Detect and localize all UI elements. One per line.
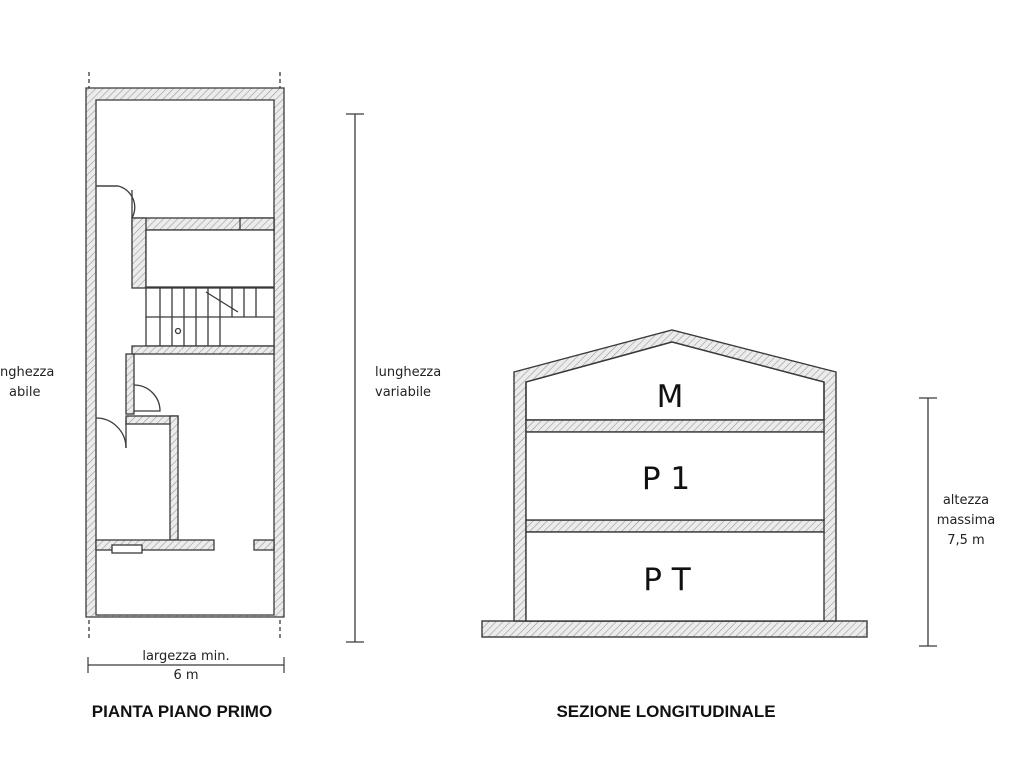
left-length-label-line1: nghezza — [0, 365, 54, 380]
floor-plan — [85, 72, 285, 640]
section-slab-first — [525, 519, 825, 533]
plan-caption: PIANTA PIANO PRIMO — [92, 702, 272, 721]
height-label-line3: 7,5 m — [947, 533, 984, 548]
floor-label-p1: P 1 — [642, 461, 690, 497]
width-dimension — [87, 657, 285, 673]
section-base-slab — [481, 620, 868, 638]
floor-label-m: M — [657, 379, 684, 415]
section-slab-attic — [525, 419, 825, 433]
plan-staircase — [145, 287, 275, 347]
section-drawing — [481, 329, 868, 638]
plan-outer-walls — [85, 87, 285, 618]
plan-door-2 — [133, 384, 161, 412]
length-label-line1: lunghezza — [375, 365, 441, 380]
length-dimension — [346, 113, 364, 643]
height-dimension — [919, 397, 937, 647]
left-length-label-line2: abile — [9, 385, 40, 400]
height-label-line1: altezza — [943, 493, 989, 508]
floor-label-pt: P T — [643, 562, 692, 598]
plan-door-1 — [96, 185, 136, 219]
length-label-line2: variabile — [375, 385, 431, 400]
width-label-line1: largezza min. — [142, 649, 229, 664]
plan-stair-landing — [145, 229, 275, 288]
width-label-line2: 6 m — [173, 668, 198, 683]
section-caption: SEZIONE LONGITUDINALE — [556, 702, 775, 721]
height-label-line2: massima — [937, 513, 995, 528]
plan-door-3 — [95, 417, 127, 449]
